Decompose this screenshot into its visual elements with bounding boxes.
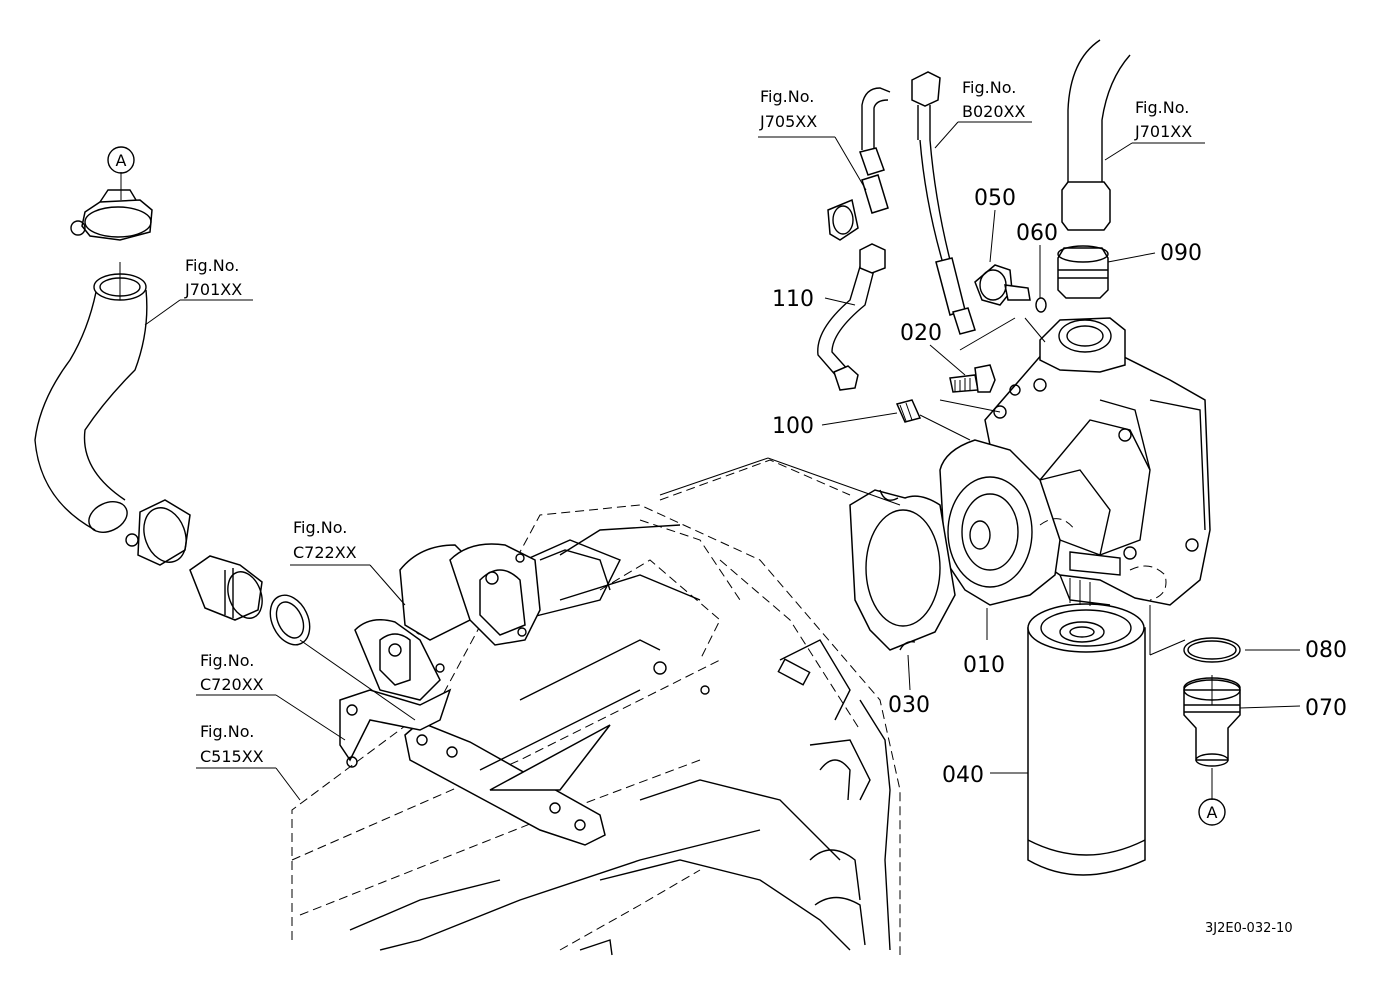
part-label-060: 060	[1016, 221, 1058, 246]
fitting-100	[895, 399, 922, 423]
fig-ref-line1: Fig.No.	[200, 651, 254, 670]
fig-ref-line2: J701XX	[1134, 122, 1192, 141]
part-label-100: 100	[772, 414, 814, 439]
return-hose	[1061, 39, 1131, 231]
marker-label: A	[116, 151, 127, 170]
fig-ref-j701-left: Fig.No. J701XX	[184, 256, 242, 299]
part-label-030: 030	[888, 693, 930, 718]
fig-ref-c515: Fig.No. C515XX	[200, 722, 264, 766]
fig-ref-c722: Fig.No. C722XX	[293, 518, 357, 562]
fig-ref-line1: Fig.No.	[293, 518, 347, 537]
seal-060	[1035, 297, 1047, 313]
transmission-housing	[291, 459, 901, 956]
figure-references: Fig.No. J705XX Fig.No. B020XX Fig.No. J7…	[184, 78, 1192, 766]
fig-ref-line2: J701XX	[184, 280, 242, 299]
marker-label: A	[1207, 803, 1218, 822]
connection-marker-top-left: A	[107, 146, 135, 174]
gasket-030	[849, 489, 956, 651]
fig-ref-line2: J705XX	[759, 112, 817, 131]
linkage-bar	[404, 639, 661, 846]
part-label-020: 020	[900, 321, 942, 346]
hydraulic-pump	[939, 317, 1211, 606]
drawing-code: 3J2E0-032-10	[1205, 921, 1293, 936]
fig-ref-line1: Fig.No.	[1135, 98, 1189, 117]
connection-marker-bottom-right: A	[1198, 798, 1226, 826]
fig-ref-j701-top: Fig.No. J701XX	[1134, 98, 1192, 141]
part-label-050: 050	[974, 186, 1016, 211]
fig-ref-b020: Fig.No. B020XX	[962, 78, 1025, 121]
leader-lines	[119, 121, 1301, 801]
fig-ref-line1: Fig.No.	[200, 722, 254, 741]
pressure-switch	[911, 71, 976, 335]
part-label-070: 070	[1305, 696, 1347, 721]
bolt-020	[949, 364, 996, 393]
part-label-080: 080	[1305, 638, 1347, 663]
fig-ref-line1: Fig.No.	[962, 78, 1016, 97]
part-label-010: 010	[963, 653, 1005, 678]
pipe-110	[817, 243, 886, 391]
fig-ref-line2: C515XX	[200, 747, 264, 766]
fig-ref-c720: Fig.No. C720XX	[200, 651, 264, 694]
fitting-090	[1057, 245, 1109, 299]
part-label-110: 110	[772, 287, 814, 312]
fig-ref-line2: B020XX	[962, 102, 1025, 121]
part-label-040: 040	[942, 763, 984, 788]
fig-ref-line2: C720XX	[200, 675, 264, 694]
o-ring-080	[1183, 637, 1241, 663]
fig-ref-j705: Fig.No. J705XX	[759, 87, 817, 131]
sensor-050	[974, 264, 1031, 306]
tee-fitting-j705	[827, 87, 891, 241]
oil-filter-040	[1027, 578, 1146, 876]
fig-ref-line2: C722XX	[293, 543, 357, 562]
part-label-090: 090	[1160, 241, 1202, 266]
fig-ref-line1: Fig.No.	[760, 87, 814, 106]
part-labels: 010 020 030 040 050 060 070 080 090 100 …	[772, 186, 1347, 788]
housing-fittings	[339, 543, 611, 768]
suction-hose-assembly	[34, 189, 311, 646]
fig-ref-line1: Fig.No.	[185, 256, 239, 275]
